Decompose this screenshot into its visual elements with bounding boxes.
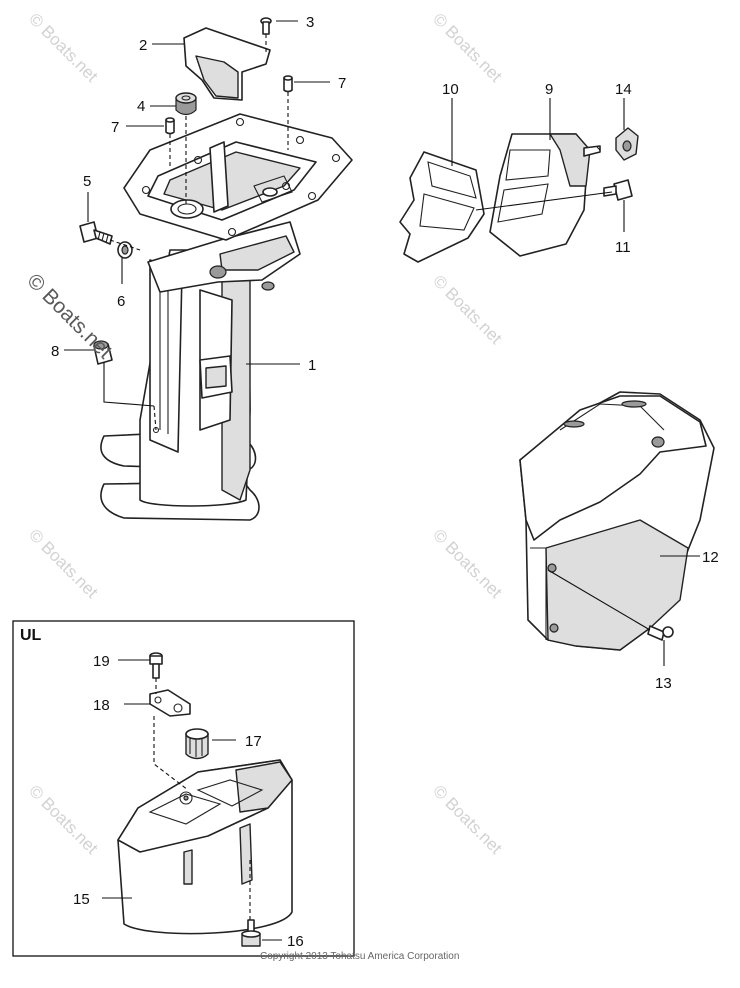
callout-7: 7 [111, 119, 119, 136]
callout-12: 12 [702, 549, 719, 566]
gasket-10 [399, 151, 485, 263]
callout-3: 3 [306, 14, 314, 31]
plug-8 [93, 340, 113, 365]
watermark-text: © Boats.net [25, 781, 102, 858]
grommet-4 [175, 92, 197, 116]
callout-8: 8 [51, 343, 59, 360]
callout-6: 6 [117, 293, 125, 310]
pin-7-right [283, 75, 293, 93]
inset-frame [12, 620, 355, 957]
nut-14 [615, 127, 639, 161]
callout-4: 4 [137, 98, 145, 115]
bolt-5 [79, 221, 113, 245]
watermark-text: © Boats.net [25, 525, 102, 602]
callout-17: 17 [245, 733, 262, 750]
side-cover-12 [519, 391, 715, 651]
bushing-17 [185, 728, 209, 760]
watermark-text: © Boats.net [429, 525, 506, 602]
callout-5: 5 [83, 173, 91, 190]
callout-1: 1 [308, 357, 316, 374]
callout-14: 14 [615, 81, 632, 98]
leader-lines [64, 20, 700, 666]
watermark-text: © Boats.net [429, 271, 506, 348]
screw-13 [647, 625, 674, 641]
callout-11: 11 [615, 239, 631, 256]
callout-13: 13 [655, 675, 672, 692]
callout-16: 16 [287, 933, 304, 950]
washer-6 [117, 241, 133, 259]
housing-15 [117, 759, 293, 935]
manifold-9 [489, 133, 601, 257]
ul-inset: UL [12, 620, 355, 957]
watermark-text: © Boats.net [25, 9, 102, 86]
callouts: 2 3 4 7 7 5 6 8 1 10 9 14 11 12 13 [51, 14, 719, 692]
callout-9: 9 [545, 81, 553, 98]
screw-3 [260, 17, 272, 35]
callout-18: 18 [93, 697, 110, 714]
cover-plate [183, 27, 271, 101]
watermark-text: © Boats.net [429, 781, 506, 858]
copyright-text: Copyright 2013 Tohatsu America Corporati… [260, 951, 459, 962]
callout-7: 7 [338, 75, 346, 92]
drive-shaft-housing [100, 113, 353, 521]
bolt-11 [603, 179, 633, 201]
bolt-16 [241, 919, 261, 947]
watermark-text: © Boats.net [429, 9, 506, 86]
pin-7-left [165, 117, 175, 135]
callout-15: 15 [73, 891, 90, 908]
bolt-19 [149, 652, 163, 679]
inset-title: UL [20, 627, 42, 644]
callout-10: 10 [442, 81, 459, 98]
watermark-text: © Boats.net [22, 269, 116, 363]
callout-19: 19 [93, 653, 110, 670]
callout-2: 2 [139, 37, 147, 54]
